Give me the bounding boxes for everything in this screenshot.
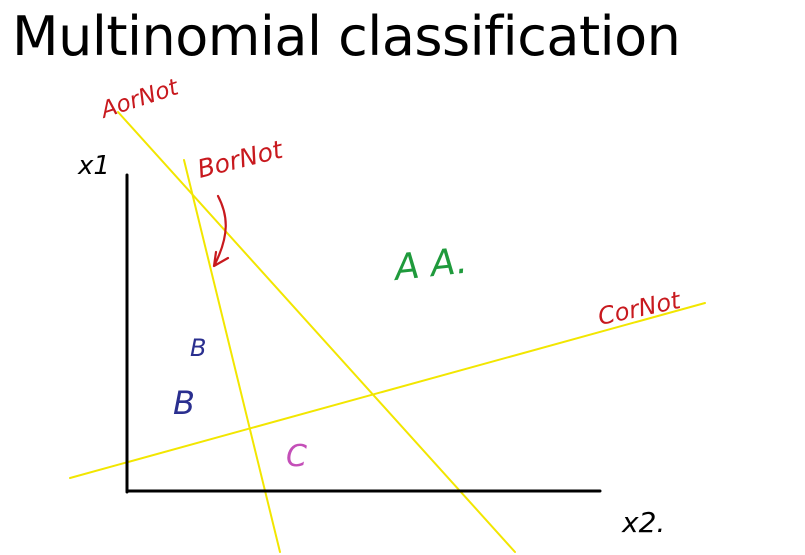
b-or-not-label: BorNot	[194, 134, 286, 183]
b-or-not-boundary	[183, 159, 281, 553]
a-or-not-text: AorNot	[96, 74, 183, 124]
class-b-point-upper: B	[190, 334, 206, 362]
c-or-not-text: CorNot	[595, 286, 684, 331]
b-or-not-arrow	[212, 194, 230, 268]
b-or-not-text: BorNot	[194, 134, 286, 183]
a-or-not-label: AorNot	[96, 74, 183, 124]
x1-axis-label: x1	[77, 151, 110, 181]
x2-axis-label: x2.	[621, 506, 665, 539]
c-or-not-label: CorNot	[595, 286, 684, 331]
slide-title: Multinomial classification	[12, 5, 681, 68]
c-or-not-boundary	[69, 302, 706, 479]
class-c-point: C	[286, 439, 307, 474]
a-or-not-boundary	[117, 111, 516, 553]
class-b-point-lower: B	[173, 384, 195, 422]
class-a-points: A A.	[391, 241, 470, 290]
